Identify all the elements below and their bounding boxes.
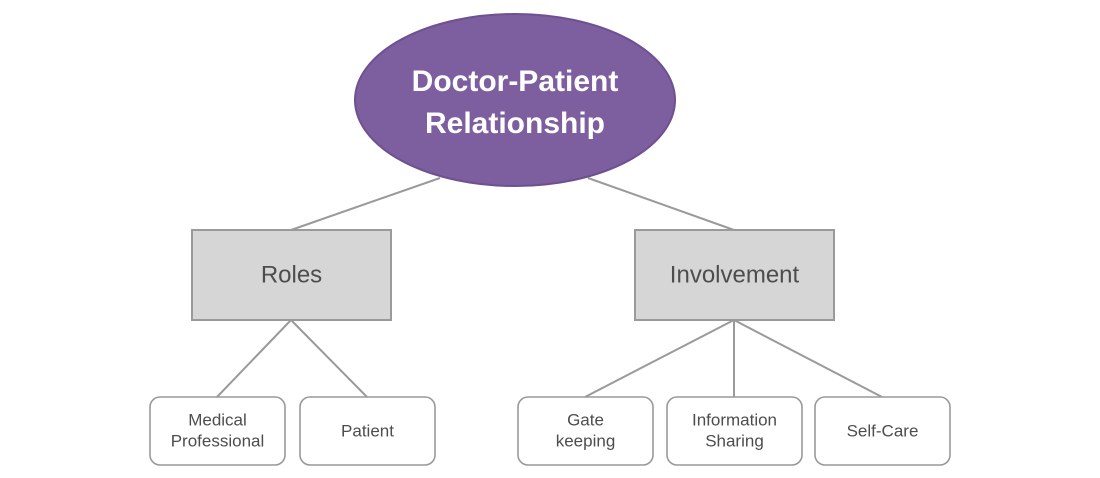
information-sharing-label-line1: Information [692, 410, 777, 429]
information-sharing-label-line2: Sharing [705, 431, 764, 450]
patient-label-line1: Patient [341, 421, 394, 440]
connector-roles-to-patient [290, 319, 368, 398]
root-label-line1: Doctor-Patient [412, 65, 619, 98]
node-roles[interactable]: Roles [191, 229, 392, 321]
roles-label: Roles [261, 261, 322, 288]
connector-root-to-involvement [587, 177, 735, 231]
node-involvement[interactable]: Involvement [634, 229, 835, 321]
connector-layer [216, 177, 883, 398]
root-label-line2: Relationship [425, 107, 605, 140]
connector-roles-to-medical-professional [216, 319, 292, 398]
node-doctor-patient-relationship[interactable]: Doctor-Patient Relationship [354, 13, 676, 187]
medical-professional-label-line1: Medical [188, 410, 247, 429]
node-medical-professional[interactable]: Medical Professional [149, 396, 286, 466]
self-care-label-line1: Self-Care [847, 421, 919, 440]
roles-box-shape [191, 229, 392, 321]
involvement-label: Involvement [670, 261, 800, 288]
node-information-sharing[interactable]: Information Sharing [666, 396, 803, 466]
information-sharing-box-shape [666, 396, 803, 466]
patient-box-shape [299, 396, 436, 466]
root-ellipse-shape [354, 13, 676, 187]
node-gate-keeping[interactable]: Gate keeping [517, 396, 654, 466]
node-patient[interactable]: Patient [299, 396, 436, 466]
gate-keeping-label-line2: keeping [556, 431, 616, 450]
medical-professional-box-shape [149, 396, 286, 466]
gate-keeping-label-line1: Gate [567, 410, 604, 429]
involvement-box-shape [634, 229, 835, 321]
connector-involvement-to-self-care [733, 319, 883, 398]
connector-involvement-to-gate-keeping [584, 319, 735, 398]
self-care-box-shape [814, 396, 951, 466]
node-self-care[interactable]: Self-Care [814, 396, 951, 466]
connector-root-to-roles [290, 177, 441, 231]
medical-professional-label-line2: Professional [171, 431, 265, 450]
gate-keeping-box-shape [517, 396, 654, 466]
